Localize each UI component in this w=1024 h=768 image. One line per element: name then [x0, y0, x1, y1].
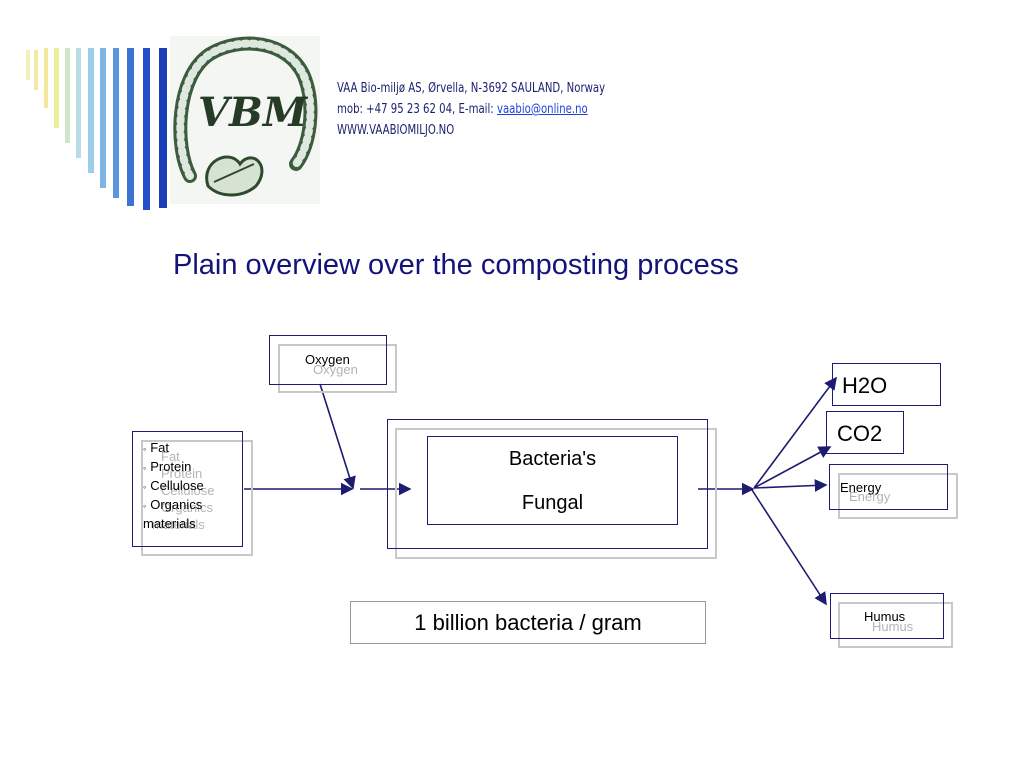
- humus-ghost-label: Humus: [872, 619, 914, 634]
- input-tail: materials: [143, 516, 196, 531]
- email-link[interactable]: vaabio@online.no: [496, 102, 588, 117]
- process-box-shadow: [395, 428, 717, 559]
- bullet-icon: ◦: [143, 501, 147, 511]
- energy-box: [829, 464, 948, 510]
- arrow-energy: [753, 479, 828, 492]
- company-contact: VAA Bio-miljø AS, Ørvella, N-3692 SAULAN…: [337, 78, 605, 141]
- phone-text: mob: +47 95 23 62 04, E-mail:: [337, 102, 497, 117]
- oxygen-box: [269, 335, 387, 385]
- inputs-box-shadow: [141, 440, 253, 556]
- arrow-co2: [753, 446, 832, 489]
- h2o-box: [832, 363, 941, 406]
- company-website[interactable]: WWW.VAABIOMILJO.NO: [337, 123, 455, 138]
- ghost-input-materials: materials: [152, 517, 205, 532]
- humus-label: Humus: [864, 609, 906, 624]
- arrow-oxygen: [319, 383, 356, 490]
- ghost-input-organics: Organics: [161, 500, 214, 515]
- humus-box-shadow: [838, 602, 953, 648]
- bullet-icon: ◦: [143, 482, 147, 492]
- bullet-icon: ◦: [143, 444, 147, 454]
- humus-box: [830, 593, 944, 639]
- bullet-icon: ◦: [143, 463, 147, 473]
- energy-label: Energy: [840, 480, 882, 495]
- input-item: ◦Fat: [143, 440, 169, 455]
- oxygen-box-shadow: [278, 344, 397, 393]
- inputs-box: [132, 431, 243, 547]
- arrow-h2o: [753, 376, 837, 489]
- slide-title: Plain overview over the composting proce…: [173, 249, 739, 281]
- company-contact-line: mob: +47 95 23 62 04, E-mail: vaabio@onl…: [337, 99, 605, 120]
- decorative-stripes: [26, 48, 167, 210]
- oxygen-ghost-label: Oxygen: [313, 362, 358, 377]
- energy-box-shadow: [838, 473, 958, 519]
- ghost-input-fat: Fat: [161, 449, 180, 464]
- ghost-input-cellulose: Cellulose: [161, 483, 215, 498]
- process-inner-box: [427, 436, 678, 525]
- process-outer-box: [387, 419, 708, 549]
- arrow-humus: [751, 489, 827, 606]
- svg-text:VBM: VBM: [198, 89, 309, 136]
- process-label-fungal: Fungal: [521, 492, 584, 514]
- inputs-list: ◦Fat ◦Protein ◦Cellulose ◦Organics mater…: [143, 439, 204, 532]
- process-label-bacteria: Bacteria's: [508, 448, 597, 470]
- co2-label: CO2: [837, 421, 883, 446]
- h2o-label: H2O: [842, 373, 888, 398]
- bacteria-count-box: [350, 601, 706, 644]
- co2-box: [826, 411, 904, 454]
- oxygen-label: Oxygen: [305, 352, 350, 367]
- inputs-ghost-list: Fat Protein Cellulose Organics materials: [152, 448, 214, 533]
- ghost-input-protein: Protein: [161, 466, 203, 481]
- vbm-logo: VBM: [170, 36, 320, 204]
- input-item: ◦Organics: [143, 497, 203, 512]
- energy-ghost-label: Energy: [849, 489, 891, 504]
- company-address: VAA Bio-miljø AS, Ørvella, N-3692 SAULAN…: [337, 81, 606, 96]
- bacteria-count-label: 1 billion bacteria / gram: [414, 610, 642, 635]
- input-item: ◦Cellulose: [143, 478, 204, 493]
- input-item: ◦Protein: [143, 459, 192, 474]
